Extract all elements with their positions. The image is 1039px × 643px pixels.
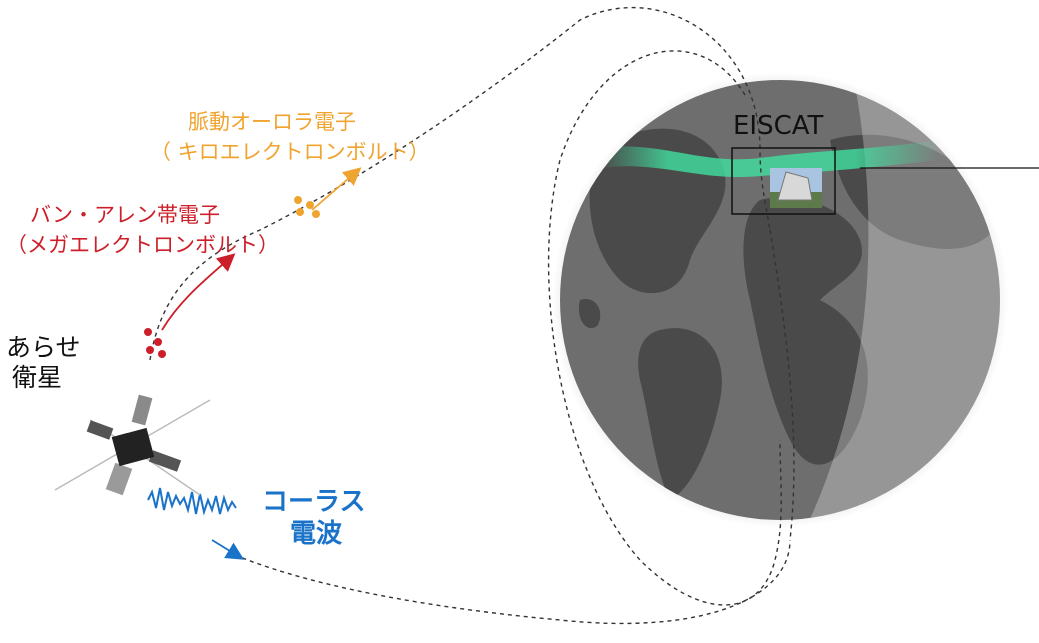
satellite-type-label: 衛星: [12, 363, 63, 392]
pulsating-aurora-electrons-label: 脈動オーロラ電子: [188, 110, 356, 134]
chorus-wave: [147, 487, 245, 560]
pulsating-electron-arrow: [294, 167, 362, 218]
eiscat-site: [731, 147, 1039, 215]
pulsating-aurora-energy-label: （ キロエレクトロンボルト）: [150, 140, 430, 164]
vanallen-electron-arrow: [144, 253, 236, 358]
chorus-label: コーラス: [262, 487, 366, 517]
satellite-icon: [54, 394, 211, 496]
van-allen-energy-label: （メガエレクトロンボルト）: [6, 233, 279, 257]
satellite-name-label: あらせ: [6, 333, 81, 362]
earth-globe-icon: [552, 72, 1008, 528]
chorus-wave-label: 電波: [290, 519, 343, 549]
radar-photo-icon: [770, 168, 822, 208]
van-allen-electrons-label: バン・アレン帯電子: [30, 203, 221, 227]
eiscat-label: EISCAT: [733, 111, 824, 141]
